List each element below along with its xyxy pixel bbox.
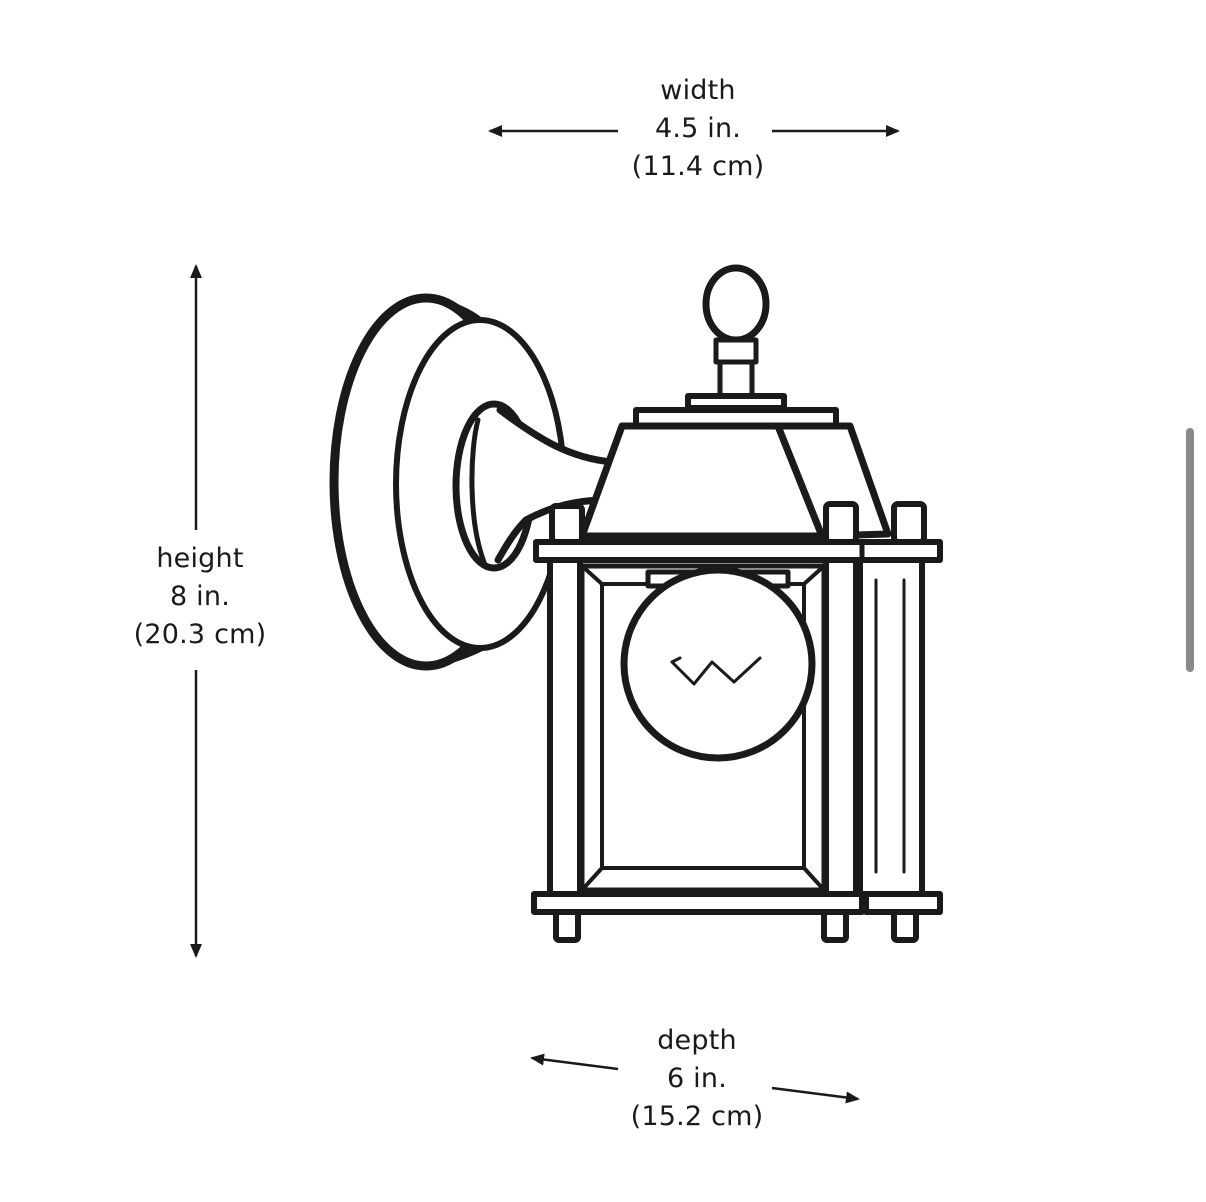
- lantern-top-frame: [533, 501, 943, 563]
- light-bulb: [620, 566, 816, 762]
- width-title: width: [660, 75, 736, 106]
- bulb-filament: [670, 656, 762, 686]
- height-label: height 8 in. (20.3 cm): [100, 540, 300, 654]
- lantern-bottom-frame: [531, 891, 943, 943]
- height-imperial: 8 in.: [170, 581, 230, 612]
- top-finial: [685, 264, 787, 411]
- depth-metric: (15.2 cm): [630, 1101, 764, 1132]
- width-metric: (11.4 cm): [631, 151, 765, 182]
- lantern-roof: [578, 407, 892, 540]
- width-label: width 4.5 in. (11.4 cm): [598, 72, 798, 186]
- wall-lantern-illustration: [329, 264, 943, 943]
- lantern-arm: [469, 406, 616, 565]
- depth-arrow-left: [530, 1053, 619, 1071]
- depth-label: depth 6 in. (15.2 cm): [597, 1022, 797, 1136]
- depth-title: depth: [657, 1025, 737, 1056]
- wall-backplate: [329, 293, 567, 671]
- height-title: height: [156, 543, 244, 574]
- height-metric: (20.3 cm): [133, 619, 267, 650]
- depth-dimension-arrows: [530, 1053, 860, 1104]
- lantern-body: [547, 557, 925, 897]
- depth-arrow-right: [771, 1086, 860, 1104]
- vertical-scrollbar-thumb[interactable]: [1186, 428, 1194, 672]
- width-imperial: 4.5 in.: [654, 113, 742, 144]
- depth-imperial: 6 in.: [667, 1063, 727, 1094]
